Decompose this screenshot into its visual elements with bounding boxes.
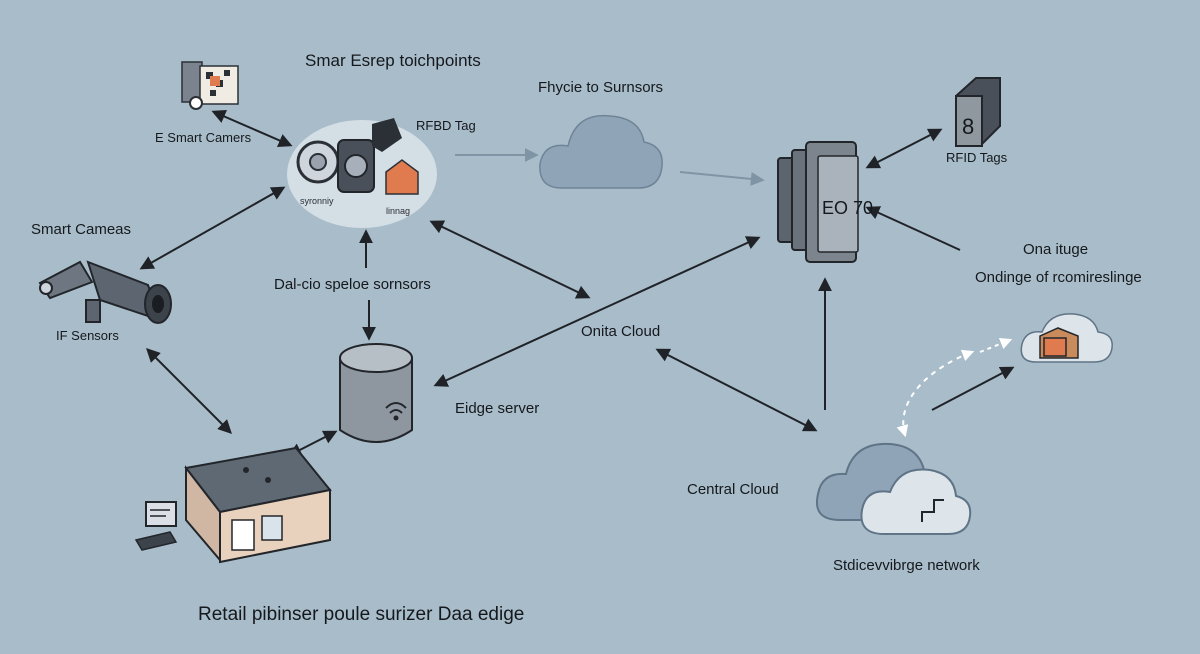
edge-server-icon (339, 343, 413, 443)
arrow-ona-to-tablet (865, 206, 961, 251)
top-title: Smar Esrep toichpoints (305, 51, 481, 70)
label-ona-itage: Ona ituge (1023, 241, 1089, 258)
arrow-network-to-smallcloud (931, 366, 1015, 411)
label-linkedg: linnag (386, 206, 411, 216)
label-synonly: syronniy (300, 196, 334, 206)
label-e-smart-cameras: E Smart Camers (155, 130, 252, 145)
tablet-devices-icon (777, 141, 859, 263)
rfid-badge: 8 (962, 114, 974, 139)
arrow-camera-to-hub (211, 110, 293, 147)
arrow-dashed-loop (896, 349, 975, 438)
hub-devices-icon (296, 118, 419, 195)
bottom-title: Retail pibinser poule surizer Daa edige (198, 604, 525, 625)
label-network: Stdicevvibrge network (833, 557, 980, 574)
arrow-hub-to-onita (429, 220, 591, 299)
smart-camera-icon (38, 260, 172, 324)
label-rfid-tags: RFID Tags (946, 150, 1008, 165)
cloud-connector-icon (921, 499, 944, 522)
rfid-tag-device-icon (955, 77, 1001, 147)
label-data-sensors: Dal-cio speloe sornsors (274, 276, 431, 293)
arrow-dashed-small (979, 337, 1013, 353)
label-rfid-tag: RFBD Tag (416, 118, 476, 133)
label-if-sensors: IF Sensors (56, 328, 119, 343)
arrow-onita-to-central (655, 348, 818, 432)
package-box-icon (1039, 327, 1079, 359)
camera-device-icon (181, 61, 239, 110)
arrow-cloud-to-tablet (679, 171, 765, 186)
central-cloud-front-icon (860, 468, 972, 535)
label-central-cloud: Central Cloud (687, 481, 779, 498)
label-physics-sensors: Fhycie to Surnsors (538, 79, 664, 96)
arrow-smartcam-to-hub (139, 186, 286, 270)
tablet-text: EO 70 (822, 198, 873, 218)
label-smart-cameas: Smart Cameas (31, 221, 132, 238)
label-edge-server: Eidge server (455, 400, 540, 417)
label-ondinge: Ondinge of rcomireslinge (975, 269, 1142, 286)
label-onita-cloud: Onita Cloud (581, 323, 661, 340)
desktop-computer-icon (134, 501, 178, 551)
arrow-tablet-to-rfid (865, 128, 943, 169)
arrow-edge-to-tablet (433, 236, 761, 387)
retail-store-icon (184, 446, 332, 564)
cloud-upper-icon (539, 114, 663, 189)
arrow-sensors-to-store (146, 348, 232, 434)
